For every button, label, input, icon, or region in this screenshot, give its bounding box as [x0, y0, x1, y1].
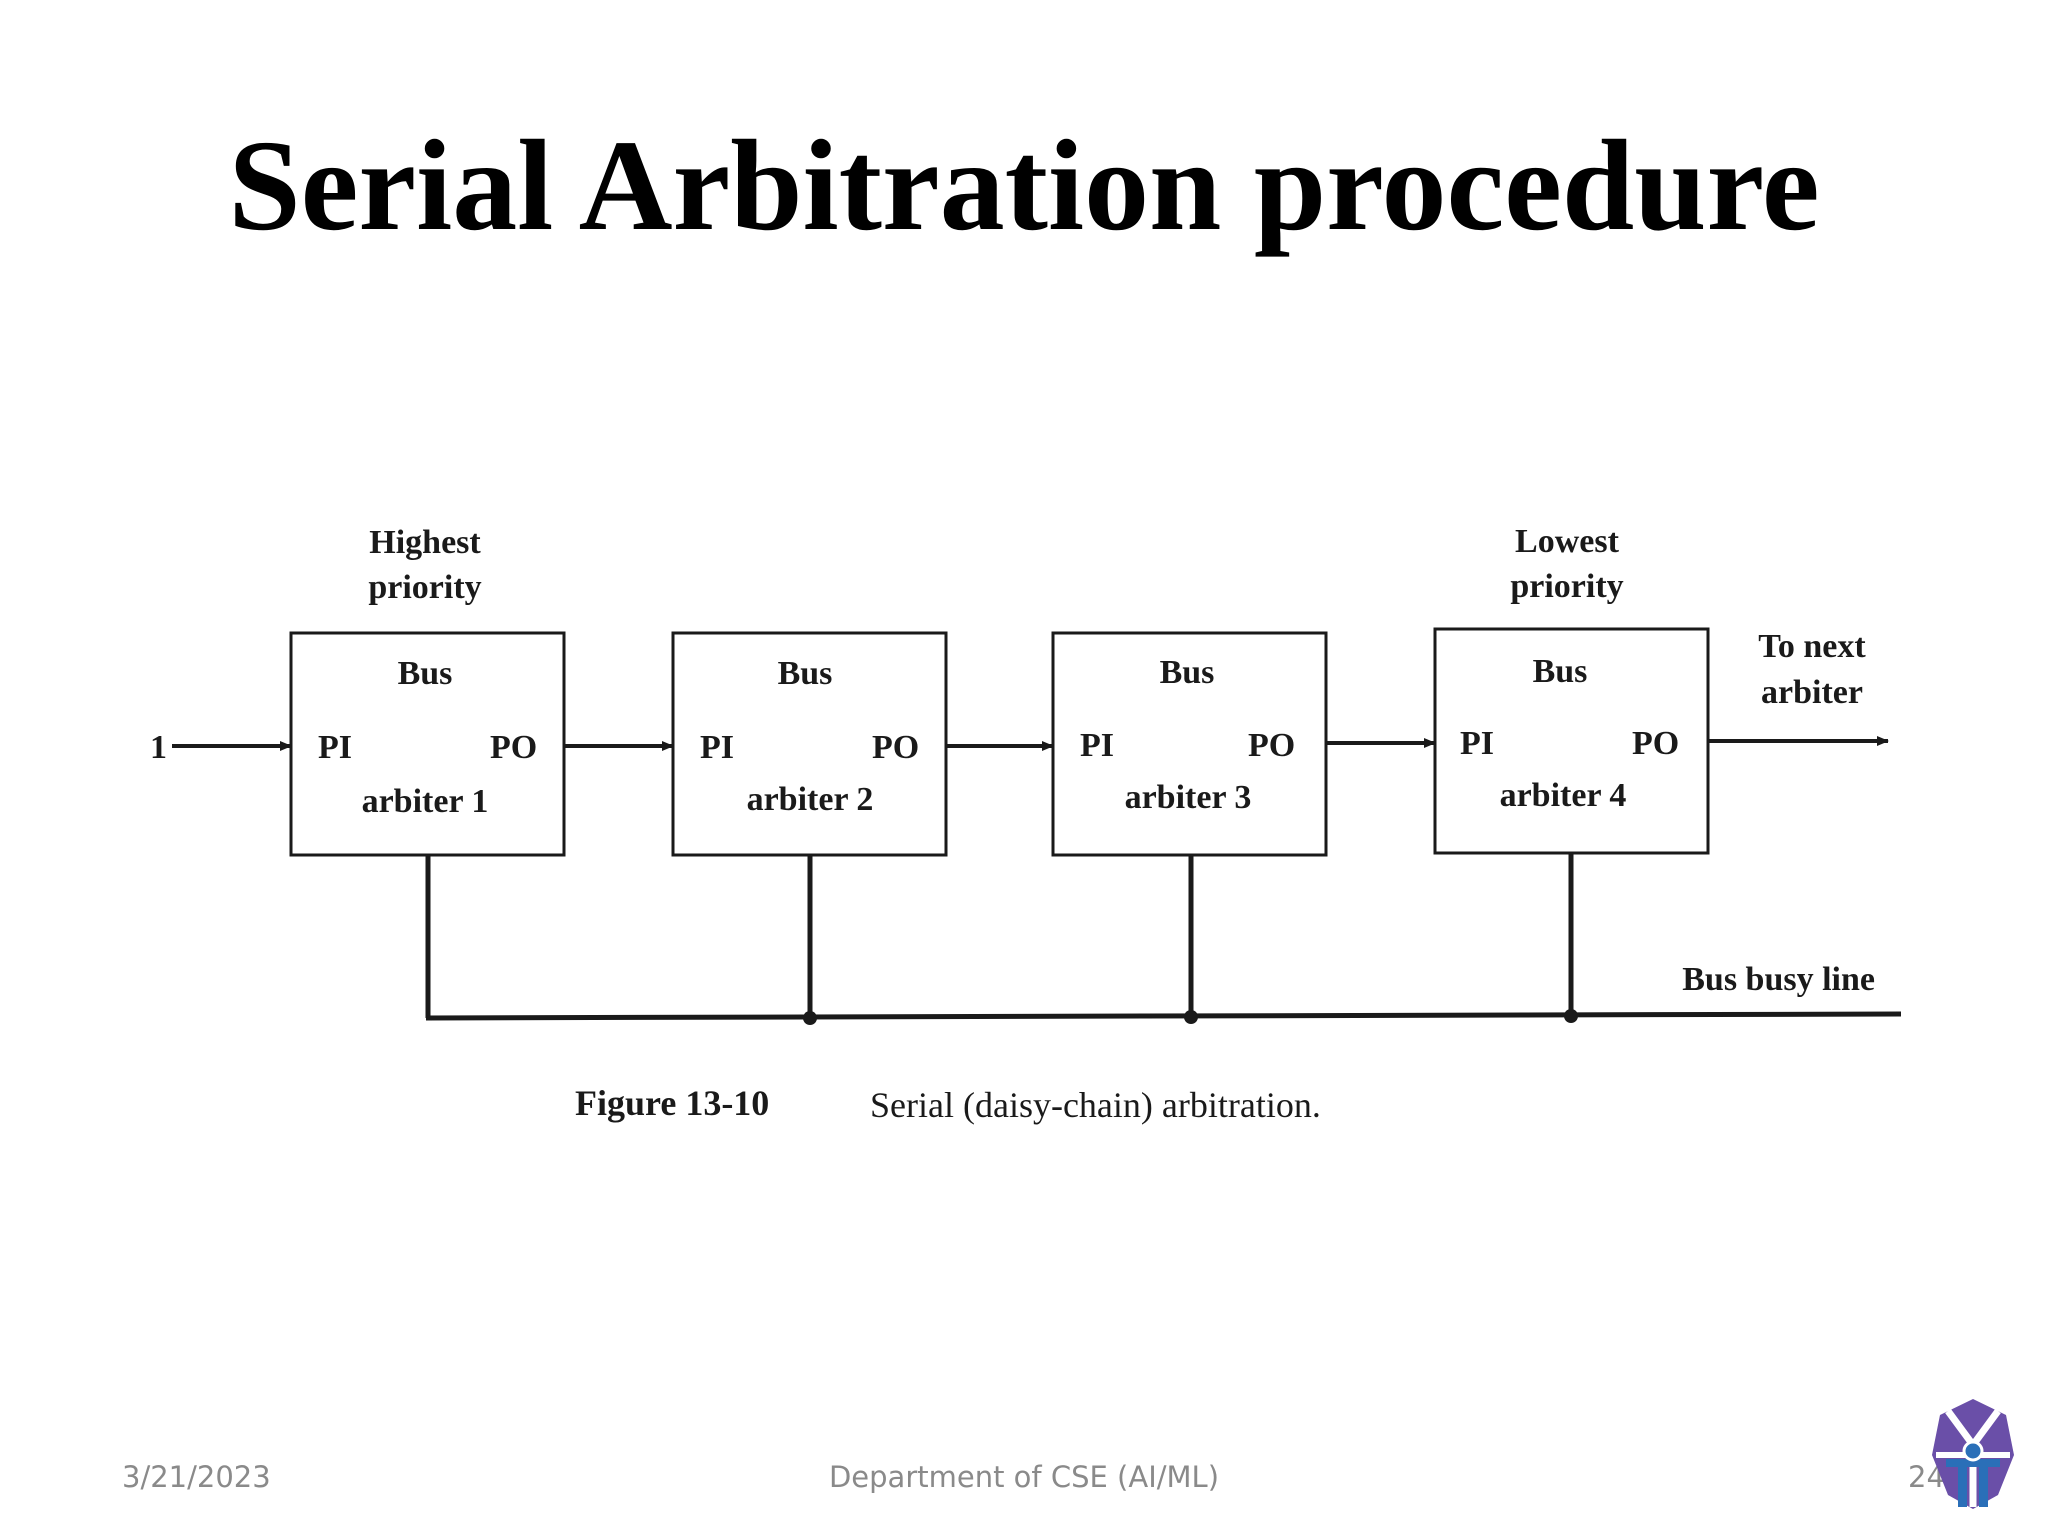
- arbiter-1-bus-label: Bus: [398, 655, 453, 692]
- arbiter-2-pi-label: PI: [700, 729, 734, 766]
- footer-department: Department of CSE (AI/ML): [828, 1460, 1220, 1494]
- lowest-priority-label-2: priority: [1510, 568, 1623, 605]
- arbiter-3-po-label: PO: [1248, 727, 1295, 764]
- arbiter-4-pi-label: PI: [1460, 725, 1494, 762]
- slide-title: Serial Arbitration procedure: [228, 114, 1820, 258]
- arbiter-3-name: arbiter 3: [1125, 779, 1252, 816]
- to-next-label-2: arbiter: [1761, 674, 1863, 711]
- arbiter-4-name: arbiter 4: [1500, 777, 1627, 814]
- arbiter-4-bus-label: Bus: [1533, 653, 1588, 690]
- arbiter-2-po-label: PO: [872, 729, 919, 766]
- bus-junction-4: [1564, 1009, 1578, 1023]
- to-next-label-1: To next: [1758, 628, 1866, 665]
- arbiter-3-bus-label: Bus: [1160, 654, 1215, 691]
- arbiter-2-name: arbiter 2: [747, 781, 874, 818]
- arbiter-4-po-label: PO: [1632, 725, 1679, 762]
- figure-caption-text: Serial (daisy-chain) arbitration.: [870, 1085, 1321, 1125]
- arbiter-3-pi-label: PI: [1080, 727, 1114, 764]
- bus-busy-line: [425, 1011, 1902, 1021]
- bus-junction-3: [1184, 1010, 1198, 1024]
- bus-busy-label: Bus busy line: [1682, 961, 1875, 998]
- figure-caption-number: Figure 13-10: [575, 1083, 769, 1123]
- arbiter-2-bus-label: Bus: [778, 655, 833, 692]
- highest-priority-label-1: Highest: [369, 524, 481, 561]
- arbiter-1-name: arbiter 1: [362, 783, 489, 820]
- arbiter-1-po-label: PO: [490, 729, 537, 766]
- university-logo-icon: [1932, 1399, 2014, 1509]
- input-value: 1: [150, 729, 167, 766]
- arbiter-1-pi-label: PI: [318, 729, 352, 766]
- bus-junction-2: [803, 1011, 817, 1025]
- lowest-priority-label-1: Lowest: [1515, 523, 1620, 560]
- highest-priority-label-2: priority: [368, 569, 481, 606]
- footer-date: 3/21/2023: [122, 1460, 271, 1494]
